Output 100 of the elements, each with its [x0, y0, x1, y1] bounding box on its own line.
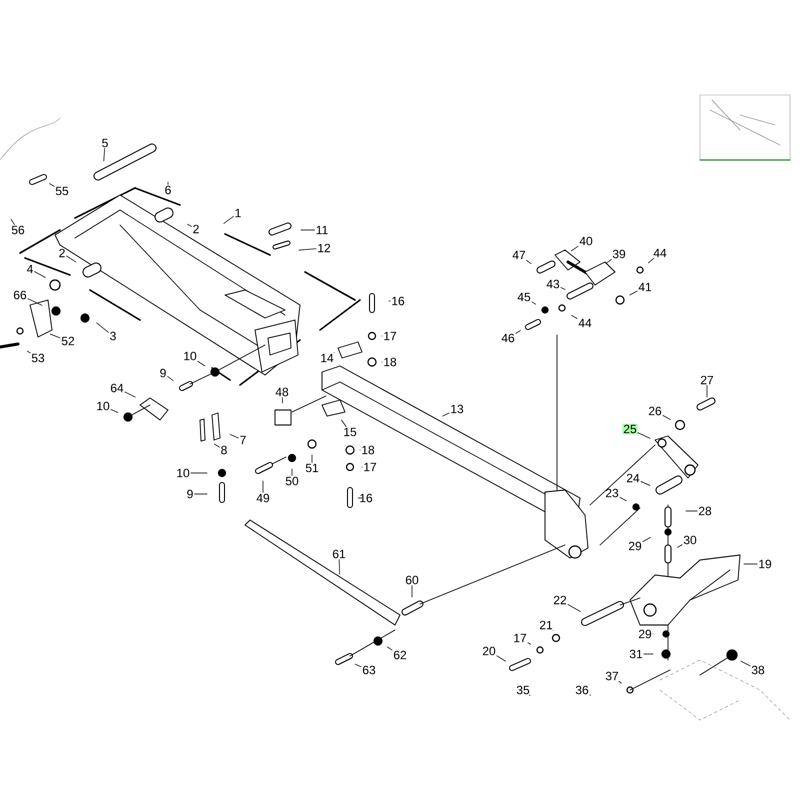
callout-number: 44: [578, 318, 592, 328]
callout-number: 17: [364, 462, 376, 472]
callout-number: 60: [406, 576, 418, 584]
leader-line: [648, 258, 654, 264]
callout-number: 6: [165, 186, 171, 194]
leader-line: [606, 259, 612, 264]
callout-number: 53: [32, 354, 44, 362]
leader-line: [571, 315, 578, 319]
leader-line: [442, 412, 450, 416]
leader-line: [677, 544, 682, 548]
callout-number: 56: [12, 226, 24, 234]
callout-number: 13: [451, 404, 464, 414]
callout-number: 63: [362, 666, 376, 674]
leader-line: [110, 409, 118, 413]
callout-number: 7: [240, 436, 246, 444]
leader-line: [26, 350, 30, 354]
callout-number: 19: [759, 560, 772, 568]
callout-number: 10: [177, 468, 190, 478]
leader-line: [282, 397, 283, 404]
callout-number: 55: [56, 186, 68, 196]
callout-number: 9: [187, 490, 193, 498]
callout-number: 16: [392, 296, 404, 306]
callout-number: 31: [630, 650, 642, 658]
leader-line: [640, 481, 650, 486]
leader-line: [620, 496, 627, 502]
callout-number: 30: [684, 536, 696, 544]
callout-number: 41: [638, 282, 652, 292]
callout-number: 23: [606, 488, 618, 498]
leader-line: [516, 330, 521, 334]
leader-line: [198, 360, 206, 366]
callout-number: 28: [698, 506, 712, 516]
callout-number: 16: [360, 494, 372, 502]
leader-line: [341, 420, 346, 427]
leader-line: [528, 642, 531, 645]
leader-line: [686, 510, 698, 512]
callout-number: 2: [59, 248, 65, 258]
callout-number: 37: [606, 672, 618, 680]
leader-line: [532, 302, 536, 305]
callout-number: 64: [110, 384, 124, 392]
leader-line: [354, 664, 362, 668]
callout-number: 17: [384, 332, 396, 340]
callout-number: 40: [580, 236, 592, 246]
leader-line: [388, 300, 390, 302]
callout-number: 52: [62, 336, 74, 346]
leader-line: [560, 287, 566, 290]
leader-line: [214, 444, 220, 448]
leader-line: [618, 681, 622, 684]
leader-line: [66, 256, 76, 262]
leader-line: [190, 472, 208, 474]
callout-number: 11: [316, 226, 328, 234]
leader-line: [570, 246, 578, 252]
leader-line: [526, 260, 532, 264]
leader-line: [638, 432, 650, 439]
callout-number: 29: [628, 542, 642, 550]
leader-line: [230, 434, 239, 438]
leader-line: [50, 334, 60, 338]
callout-number: 36: [576, 686, 588, 694]
leader-line: [262, 480, 264, 493]
callout-number: 12: [318, 244, 330, 252]
leader-line: [298, 248, 316, 250]
leader-line: [338, 559, 340, 574]
callout-number: 5: [102, 138, 108, 148]
leader-line: [629, 290, 638, 296]
leader-line: [642, 537, 651, 542]
leader-line: [740, 660, 750, 666]
leader-line: [103, 148, 105, 162]
callout-number: 35: [516, 686, 530, 694]
callout-number: 44: [654, 248, 666, 258]
callout-number: 50: [286, 476, 298, 486]
leader-line: [662, 415, 671, 420]
leader-line: [386, 646, 392, 650]
leader-line: [187, 224, 192, 227]
callout-number: 45: [518, 292, 530, 302]
leader-line: [34, 271, 46, 278]
callout-number: 20: [482, 646, 496, 656]
callout-number: 10: [97, 402, 110, 410]
leader-line: [96, 322, 109, 333]
leader-line: [223, 216, 234, 224]
leader-line: [496, 656, 506, 662]
leader-line: [568, 604, 581, 612]
callout-number: 39: [612, 250, 626, 258]
leader-line: [124, 392, 136, 398]
callout-number: 18: [362, 446, 374, 454]
callout-number: 38: [752, 666, 764, 674]
callout-number: 47: [512, 250, 526, 260]
callout-number: 1: [236, 208, 241, 218]
callout-number: 21: [540, 620, 552, 630]
callout-number: 29: [638, 630, 652, 638]
callout-number: 66: [14, 290, 26, 300]
callout-number: 22: [554, 596, 566, 604]
callout-number: 17: [514, 634, 526, 642]
callout-number: 26: [648, 406, 662, 416]
callout-number: 2: [193, 224, 199, 234]
callout-number: 4: [26, 264, 33, 274]
callout-number: 49: [256, 494, 270, 502]
callout-number: 15: [344, 428, 356, 436]
callout-number: 51: [306, 464, 318, 472]
leader-line: [167, 376, 174, 381]
callout-number: 27: [700, 376, 714, 384]
leader-line: [706, 385, 708, 398]
